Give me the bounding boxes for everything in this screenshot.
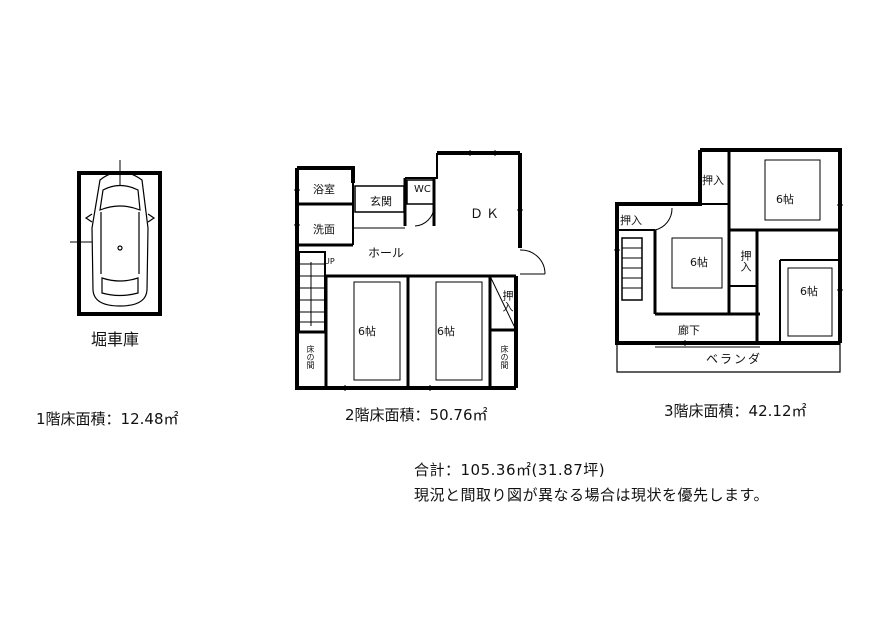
- total-area: 合計：105.36㎡(31.87坪): [414, 461, 606, 479]
- garage-label: 堀車庫: [91, 330, 140, 349]
- room-hall: ホール: [368, 246, 405, 260]
- car-icon: [84, 171, 156, 307]
- room-alcove-a: 床の間: [306, 345, 315, 369]
- room-wash: 洗面: [313, 223, 335, 236]
- room-tatami-a: 6帖: [358, 325, 376, 338]
- room-dk: ＤＫ: [470, 207, 503, 222]
- room-tatami-right: 6帖: [800, 285, 818, 298]
- floor2-area: 2階床面積：50.76㎡: [345, 406, 488, 424]
- room-tatami-top: 6帖: [776, 193, 794, 206]
- room-closet-left: 押入: [620, 214, 642, 227]
- room-bath: 浴室: [313, 183, 335, 196]
- room-wc: WC: [414, 184, 431, 195]
- floor1-area: 1階床面積：12.48㎡: [36, 410, 179, 428]
- floor3-plan: [614, 148, 843, 373]
- room-tatami-b: 6帖: [437, 325, 455, 338]
- floor3-area: 3階床面積：42.12㎡: [664, 402, 807, 420]
- room-alcove-b: 床の間: [500, 345, 509, 369]
- stairs-up-label: UP: [324, 257, 335, 266]
- floor1-garage: [70, 160, 162, 316]
- room-entrance: 玄関: [370, 195, 392, 208]
- room-closet-mid: 押入: [739, 250, 752, 272]
- room-veranda: ベランダ: [706, 352, 763, 366]
- floor2-plan: [294, 150, 546, 391]
- room-closet-top: 押入: [702, 174, 724, 187]
- disclaimer: 現況と間取り図が異なる場合は現状を優先します。: [414, 486, 770, 504]
- room-corridor: 廊下: [678, 324, 700, 337]
- room-closet-2f: 押入: [501, 290, 514, 312]
- room-tatami-mid: 6帖: [690, 256, 708, 269]
